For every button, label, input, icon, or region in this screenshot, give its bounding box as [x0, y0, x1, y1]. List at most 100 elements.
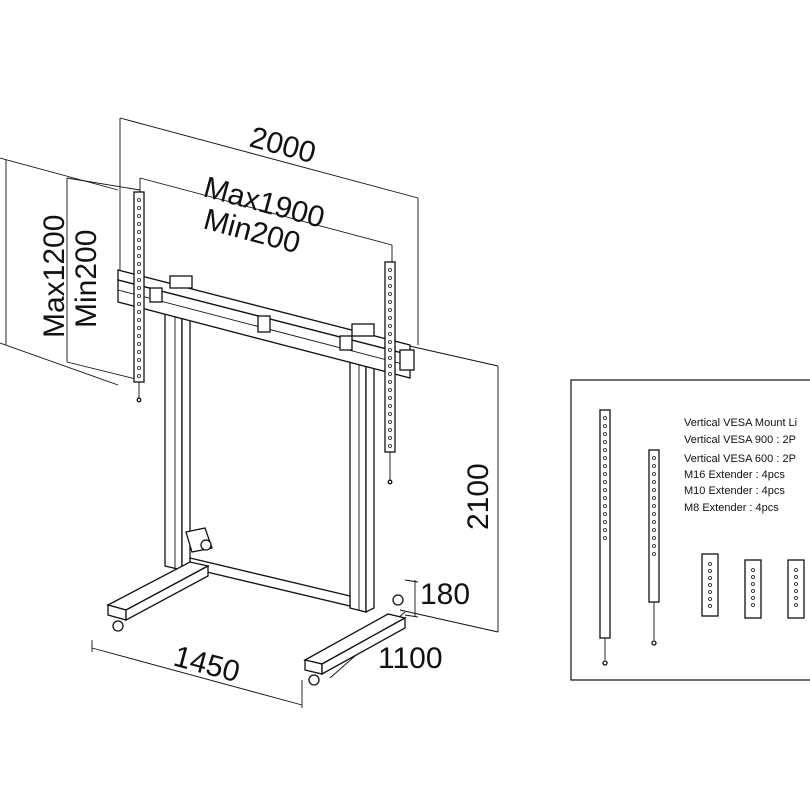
- mount-hole: [708, 597, 712, 601]
- mount-hole: [388, 284, 392, 288]
- mount-hole: [603, 496, 607, 500]
- mount-hole: [137, 358, 141, 362]
- mount-hole: [652, 464, 656, 468]
- mount-hole: [603, 432, 607, 436]
- left-caster: [112, 539, 212, 632]
- mount-hole: [708, 590, 712, 594]
- mount-hole: [388, 332, 392, 336]
- mount-hole: [603, 488, 607, 492]
- mount-hole: [708, 576, 712, 580]
- mount-hole: [137, 286, 141, 290]
- accessory-item: Vertical VESA 900 : 2P: [684, 434, 796, 446]
- vesa-strip-600: [648, 449, 660, 646]
- left-upright-side: [181, 298, 191, 572]
- mount-hole: [388, 380, 392, 384]
- dim-vesa-height-max: Max1200: [38, 215, 71, 338]
- dim-vesa-height-min: Min200: [70, 230, 103, 328]
- right-upright: [349, 349, 367, 613]
- mount-hole: [388, 340, 392, 344]
- mount-hole: [137, 230, 141, 234]
- lower-crossbar: [189, 557, 351, 607]
- mount-hole: [751, 589, 755, 593]
- mount-hole: [708, 562, 712, 566]
- dim-base-width: 1450: [170, 640, 243, 689]
- mount-hole: [137, 270, 141, 274]
- mount-hole: [137, 254, 141, 258]
- mount-hole: [137, 374, 141, 378]
- mount-hole: [603, 536, 607, 540]
- mount-hole: [652, 496, 656, 500]
- mount-hole: [137, 366, 141, 370]
- mount-hole: [652, 528, 656, 532]
- mount-hole: [137, 350, 141, 354]
- left-upright: [164, 299, 183, 571]
- mount-hole: [652, 536, 656, 540]
- mount-hole: [137, 206, 141, 210]
- dim-overall-width: 2000: [246, 121, 319, 170]
- mount-hole: [652, 544, 656, 548]
- mount-hole: [652, 512, 656, 516]
- mount-hole: [388, 412, 392, 416]
- vesa-strip-900: [599, 409, 611, 666]
- mount-hole: [751, 575, 755, 579]
- mount-hole: [388, 372, 392, 376]
- mount-hole: [137, 310, 141, 314]
- mount-hole: [603, 448, 607, 452]
- dim-base-height: 180: [420, 578, 470, 611]
- mount-hole: [708, 569, 712, 573]
- mount-hole: [708, 583, 712, 587]
- mount-hole: [137, 318, 141, 322]
- mount-hole: [137, 278, 141, 282]
- mount-hole: [751, 582, 755, 586]
- mount-hole: [137, 214, 141, 218]
- mount-hole: [603, 424, 607, 428]
- accessory-item: Vertical VESA Mount Li: [684, 417, 797, 429]
- mount-hole: [603, 504, 607, 508]
- mount-hole: [652, 472, 656, 476]
- mount-hole: [137, 342, 141, 346]
- mount-hole: [794, 603, 798, 607]
- mount-hole: [603, 528, 607, 532]
- mount-hole: [388, 316, 392, 320]
- accessory-item: M8 Extender : 4pcs: [684, 502, 779, 514]
- mount-hole: [388, 396, 392, 400]
- mount-hole: [751, 568, 755, 572]
- mount-hole: [652, 552, 656, 556]
- mount-hole: [794, 582, 798, 586]
- mount-hole: [388, 356, 392, 360]
- mount-hole: [603, 456, 607, 460]
- extender-m10: [744, 559, 762, 619]
- dim-base-depth: 1100: [378, 642, 443, 675]
- mount-hole: [794, 589, 798, 593]
- mount-hole: [388, 300, 392, 304]
- mount-hole: [603, 520, 607, 524]
- mount-hole: [652, 480, 656, 484]
- mount-hole: [137, 302, 141, 306]
- mount-hole: [388, 388, 392, 392]
- mount-hole: [603, 512, 607, 516]
- mount-hole: [388, 292, 392, 296]
- mount-hole: [794, 568, 798, 572]
- mount-hole: [794, 575, 798, 579]
- mount-hole: [652, 456, 656, 460]
- accessory-item: M10 Extender : 4pcs: [684, 485, 785, 497]
- mount-hole: [603, 472, 607, 476]
- mount-hole: [751, 603, 755, 607]
- mount-hole: [137, 326, 141, 330]
- dim-overall-height: 2100: [462, 463, 495, 530]
- mount-hole: [708, 604, 712, 608]
- mount-hole: [137, 198, 141, 202]
- right-upright-side: [365, 348, 375, 614]
- mount-hole: [652, 520, 656, 524]
- mount-hole: [388, 420, 392, 424]
- mount-hole: [388, 276, 392, 280]
- mount-hole: [388, 348, 392, 352]
- accessory-item: Vertical VESA 600 : 2P: [684, 453, 796, 465]
- mount-hole: [652, 488, 656, 492]
- mount-hole: [652, 504, 656, 508]
- mount-hole: [603, 480, 607, 484]
- extender-m8: [787, 559, 805, 619]
- mount-hole: [388, 324, 392, 328]
- mount-hole: [137, 222, 141, 226]
